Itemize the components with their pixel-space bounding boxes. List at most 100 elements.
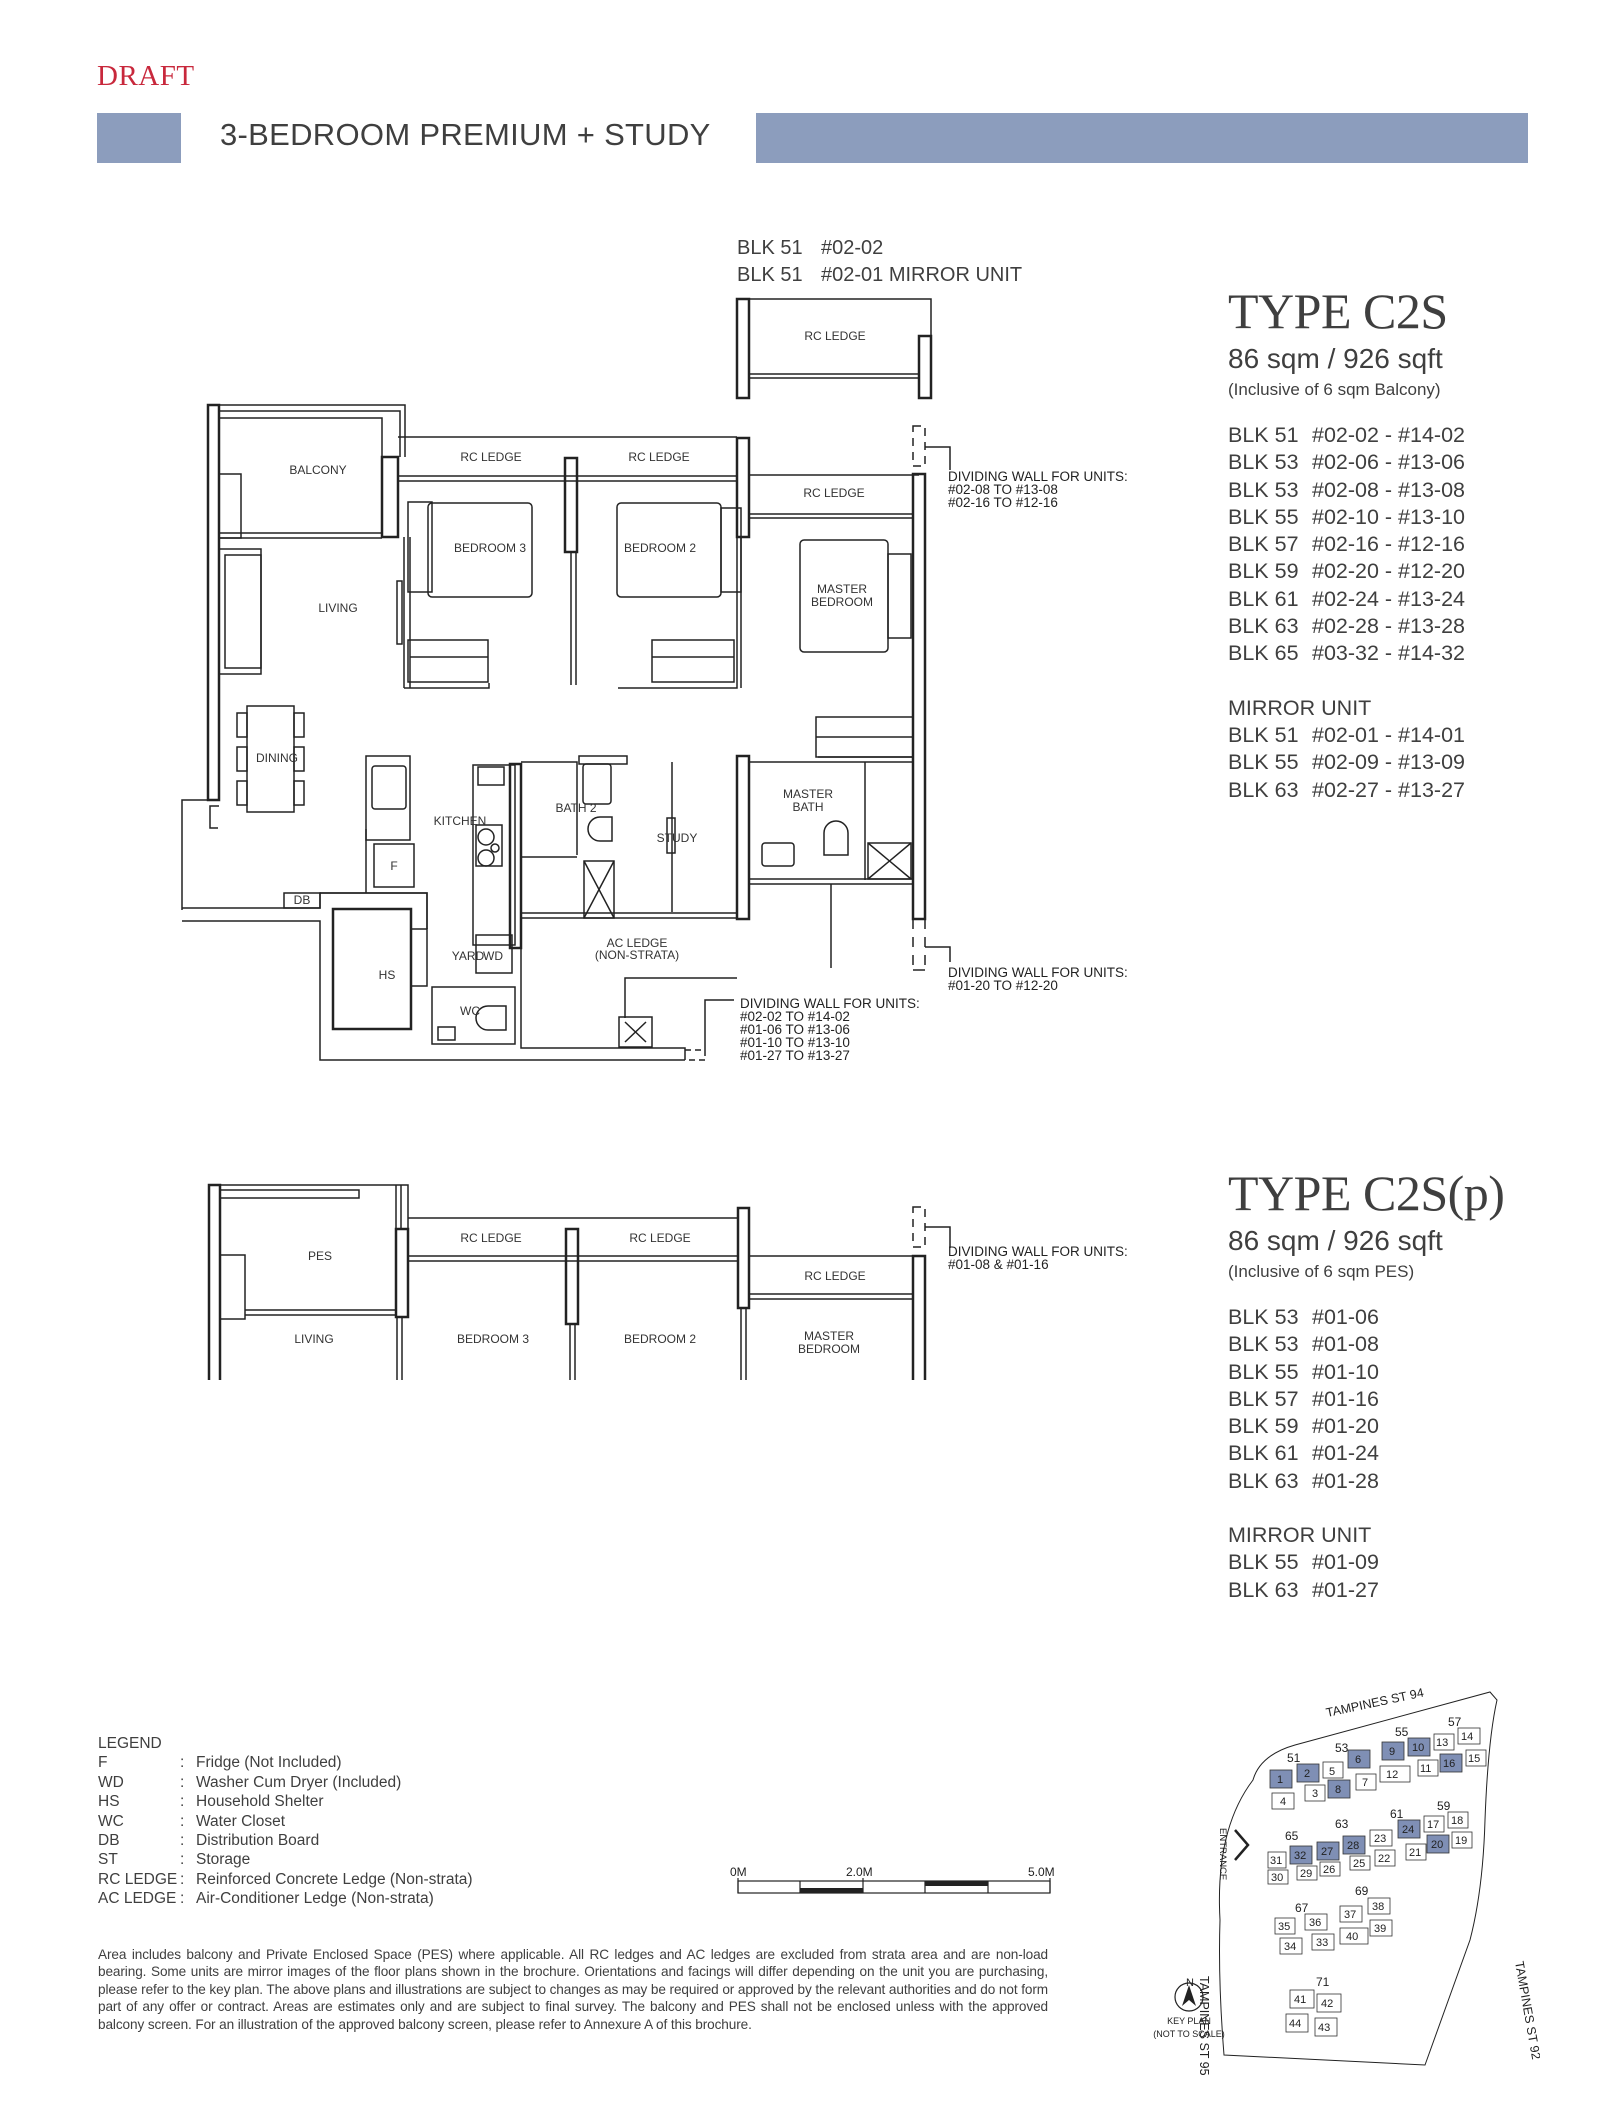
mirror-unit-row: BLK 63#02-27 - #13-27 xyxy=(1228,777,1465,802)
legend-item: WC:Water Closet xyxy=(98,1812,286,1830)
pes-room-label-bedroom3: BEDROOM 3 xyxy=(457,1332,529,1346)
svg-text:61: 61 xyxy=(1390,1807,1404,1821)
svg-text:11: 11 xyxy=(1420,1763,1431,1775)
svg-text:#02-08 TO #13-08: #02-08 TO #13-08 xyxy=(948,482,1058,497)
unit-row: BLK 63#01-28 xyxy=(1228,1468,1379,1493)
legend-item: F:Fridge (Not Included) xyxy=(98,1754,342,1772)
unit-row: BLK 59#01-20 xyxy=(1228,1414,1379,1439)
svg-text:41: 41 xyxy=(1294,1994,1306,2006)
legend-item: RC LEDGE:Reinforced Concrete Ledge (Non-… xyxy=(98,1870,473,1888)
scale-label-5: 5.0M xyxy=(1028,1865,1055,1879)
svg-text:4: 4 xyxy=(1280,1796,1286,1808)
unit-row: BLK 53#02-06 - #13-06 xyxy=(1228,450,1465,475)
pes-room-label-master-2: BEDROOM xyxy=(798,1342,860,1356)
mirror-unit-row: BLK 63#01-27 xyxy=(1228,1577,1379,1602)
type-c2s-mirror-heading: MIRROR UNIT xyxy=(1228,695,1372,720)
pes-room-label-living: LIVING xyxy=(294,1332,333,1346)
svg-text:63: 63 xyxy=(1335,1817,1349,1831)
type-c2sp-mirror-heading: MIRROR UNIT xyxy=(1228,1523,1372,1548)
svg-text:13: 13 xyxy=(1436,1737,1448,1749)
room-label-study: STUDY xyxy=(657,831,698,845)
svg-text:38: 38 xyxy=(1372,1901,1384,1913)
stack-1: 1 xyxy=(1277,1774,1283,1786)
room-label-rc-ledge-1: RC LEDGE xyxy=(460,450,521,464)
room-label-yard: YARD xyxy=(452,949,485,963)
type-c2sp-unit-list: BLK 53#01-06 BLK 53#01-08 BLK 55#01-10 B… xyxy=(1228,1304,1504,1495)
svg-text:12: 12 xyxy=(1386,1769,1398,1781)
key-plan: TAMPINES ST 94 TAMPINES ST 95 TAMPINES S… xyxy=(1153,1686,1540,2076)
room-label-balcony: BALCONY xyxy=(289,463,346,477)
plan-reference-line: BLK 51#02-02 xyxy=(737,237,884,259)
svg-text:35: 35 xyxy=(1278,1921,1290,1933)
legend: LEGEND F:Fridge (Not Included) WD:Washer… xyxy=(98,1734,473,1909)
svg-text:31: 31 xyxy=(1270,1855,1282,1867)
legend-item: ST:Storage xyxy=(98,1851,251,1869)
svg-text:57: 57 xyxy=(1448,1715,1462,1729)
svg-text:36: 36 xyxy=(1309,1917,1321,1929)
room-label-master-bedroom-2: BEDROOM xyxy=(811,595,873,609)
room-label-fridge: F xyxy=(390,859,397,873)
type-c2s-mirror-list: BLK 51#02-01 - #14-01 BLK 55#02-09 - #13… xyxy=(1228,722,1465,804)
room-label-master-bath-1: MASTER xyxy=(783,787,833,801)
svg-text:20: 20 xyxy=(1431,1839,1443,1851)
key-plan-subtitle: (NOT TO SCALE) xyxy=(1153,2029,1225,2039)
svg-text:29: 29 xyxy=(1300,1868,1312,1880)
dividing-wall-note-2-title: DIVIDING WALL FOR UNITS: xyxy=(948,965,1128,980)
legend-title: LEGEND xyxy=(98,1735,162,1752)
pes-room-label-bedroom2: BEDROOM 2 xyxy=(624,1332,696,1346)
unit-row: BLK 55#02-10 - #13-10 xyxy=(1228,504,1465,529)
entrance-label: ENTRANCE xyxy=(1217,1828,1228,1880)
svg-text:17: 17 xyxy=(1427,1819,1439,1831)
svg-text:28: 28 xyxy=(1347,1840,1359,1852)
pes-room-label-master-1: MASTER xyxy=(804,1329,854,1343)
type-c2s-note: (Inclusive of 6 sqm Balcony) xyxy=(1228,380,1441,399)
type-c2sp-panel: TYPE C2S(p) 86 sqm / 926 sqft (Inclusive… xyxy=(1228,1165,1505,1604)
unit-row: BLK 53#01-08 xyxy=(1228,1332,1379,1357)
type-c2s-unit-list: BLK 51#02-02 - #14-02 BLK 53#02-06 - #13… xyxy=(1228,422,1465,668)
svg-text:10: 10 xyxy=(1412,1742,1424,1754)
page-title: 3-BEDROOM PREMIUM + STUDY xyxy=(220,117,711,152)
unit-row: BLK 55#01-10 xyxy=(1228,1359,1379,1384)
svg-text:18: 18 xyxy=(1451,1815,1463,1827)
svg-text:21: 21 xyxy=(1409,1847,1421,1859)
key-plan-title: KEY PLAN xyxy=(1167,2016,1211,2026)
svg-text:34: 34 xyxy=(1284,1941,1296,1953)
room-label-master-bedroom-1: MASTER xyxy=(817,582,867,596)
svg-text:42: 42 xyxy=(1321,1998,1333,2010)
room-label-bath2: BATH 2 xyxy=(555,801,596,815)
unit-row: BLK 65#03-32 - #14-32 xyxy=(1228,641,1465,666)
pes-room-label-pes: PES xyxy=(308,1249,332,1263)
room-label-rc-ledge-3: RC LEDGE xyxy=(803,486,864,500)
room-label-wc: WC xyxy=(460,1004,480,1018)
type-c2s-title: TYPE C2S xyxy=(1228,283,1448,339)
type-c2s-area: 86 sqm / 926 sqft xyxy=(1228,343,1443,374)
type-c2sp-title: TYPE C2S(p) xyxy=(1228,1165,1505,1221)
unit-row: BLK 59#02-20 - #12-20 xyxy=(1228,559,1465,584)
svg-text:9: 9 xyxy=(1389,1746,1395,1758)
room-label-wd: WD xyxy=(483,949,503,963)
mirror-unit-row: BLK 51#02-01 - #14-01 xyxy=(1228,722,1465,747)
svg-text:24: 24 xyxy=(1402,1824,1414,1836)
room-label-bedroom2: BEDROOM 2 xyxy=(624,541,696,555)
type-c2sp-note: (Inclusive of 6 sqm PES) xyxy=(1228,1262,1415,1281)
svg-text:19: 19 xyxy=(1455,1835,1467,1847)
svg-text:15: 15 xyxy=(1468,1753,1480,1765)
header-band-left xyxy=(97,113,181,163)
mirror-unit-row: BLK 55#01-09 xyxy=(1228,1550,1379,1575)
room-label-living: LIVING xyxy=(318,601,357,615)
pes-room-label-rc-ledge-2: RC LEDGE xyxy=(629,1231,690,1245)
svg-text:2: 2 xyxy=(1304,1768,1310,1780)
svg-text:67: 67 xyxy=(1295,1901,1309,1915)
svg-text:44: 44 xyxy=(1289,2018,1301,2030)
unit-row: BLK 57#02-16 - #12-16 xyxy=(1228,532,1465,557)
room-label-ac-ledge-2: (NON-STRATA) xyxy=(595,948,679,962)
room-label-dining: DINING xyxy=(256,751,298,765)
svg-text:#01-06 TO #13-06: #01-06 TO #13-06 xyxy=(740,1022,850,1037)
floor-plan-c2s: BALCONY LIVING DINING KITCHEN BEDROOM 3 … xyxy=(181,297,1128,1063)
svg-text:#01-08 & #01-16: #01-08 & #01-16 xyxy=(948,1257,1049,1272)
svg-text:71: 71 xyxy=(1316,1975,1330,1989)
svg-text:27: 27 xyxy=(1321,1846,1333,1858)
mirror-unit-row: BLK 55#02-09 - #13-09 xyxy=(1228,750,1465,775)
svg-text:33: 33 xyxy=(1316,1937,1328,1949)
svg-text:3: 3 xyxy=(1312,1788,1318,1800)
